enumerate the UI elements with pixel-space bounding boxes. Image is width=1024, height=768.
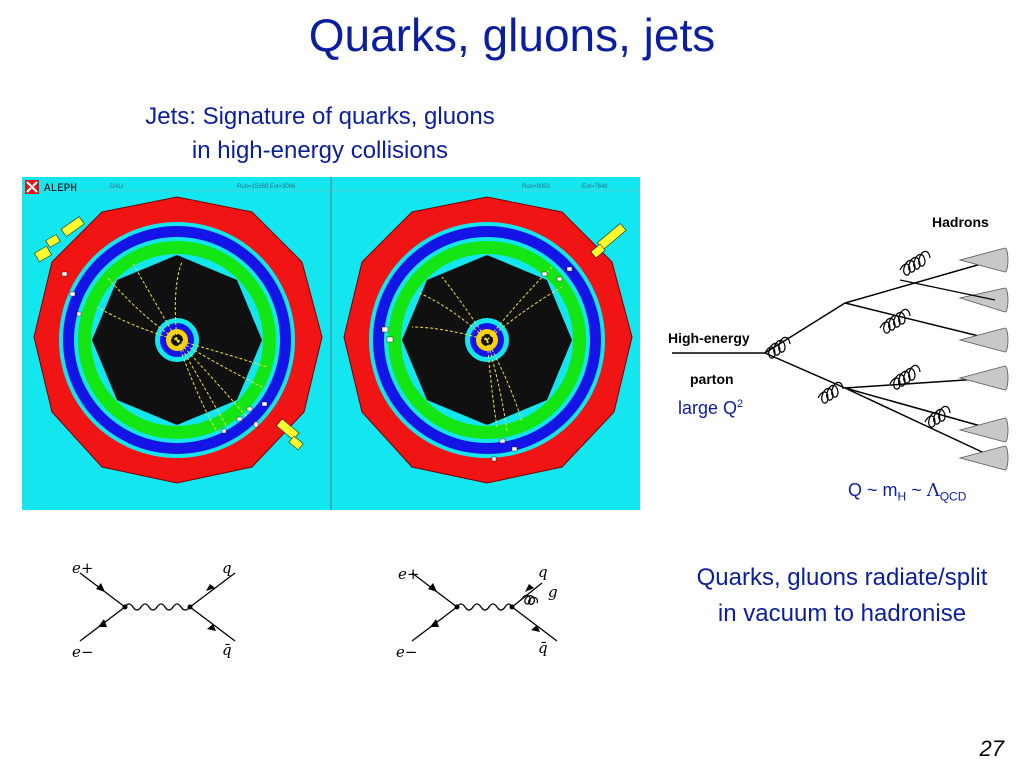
parton-label: parton <box>690 371 734 387</box>
header-right-run: Run=9063 <box>522 184 551 190</box>
detector-right <box>343 196 633 484</box>
scale-lambda: Λ <box>926 480 940 501</box>
feyn2-eplus: e+ <box>398 565 420 583</box>
large-q-label: large Q2 <box>678 398 743 419</box>
feyn1-eminus: e− <box>72 643 94 661</box>
feyn2-qbar: q̄ <box>538 639 548 657</box>
gluon-curls <box>764 250 951 428</box>
scale-tilde: ~ <box>906 480 927 500</box>
feynman-qq-graphic <box>79 572 236 642</box>
feynman-diagram-qq: e+ e− q q̄ <box>60 555 260 665</box>
feynman-qqg-graphic <box>411 572 558 642</box>
event-display: ALEPH DALI Run=15368 Evt=3066 Run=9063 E… <box>22 177 640 510</box>
high-energy-label: High-energy <box>668 330 750 346</box>
scale-h-subscript: H <box>897 489 907 504</box>
hadrons-label: Hadrons <box>932 214 989 230</box>
header-left-run: Run=15368 Evt=3066 <box>237 184 296 190</box>
slide-subtitle: Jets: Signature of quarks, gluons in hig… <box>60 100 580 168</box>
feyn2-eminus: e− <box>396 643 418 661</box>
feynman-diagram-qqg: e+ e− q g q̄ <box>392 555 592 665</box>
radiate-line-1: Quarks, gluons radiate/split <box>696 564 988 591</box>
radiate-line-2: in vacuum to hadronise <box>717 600 967 627</box>
large-q-text: large Q <box>678 398 738 418</box>
hadron-cones <box>958 247 1009 471</box>
subtitle-line-1: Jets: Signature of quarks, gluons <box>145 103 495 130</box>
scale-q: Q ~ m <box>848 480 898 500</box>
event-display-graphic: ALEPH DALI Run=15368 Evt=3066 Run=9063 E… <box>22 177 640 510</box>
header-right-evt: Evt=7848 <box>582 184 608 190</box>
feyn2-q: q <box>538 563 548 581</box>
page-number: 27 <box>979 736 1004 761</box>
large-q-superscript: 2 <box>737 398 744 410</box>
subtitle-line-2: in high-energy collisions <box>191 137 449 164</box>
feyn1-eplus: e+ <box>72 559 94 577</box>
detector-left <box>33 196 323 484</box>
feyn1-q: q <box>222 559 232 577</box>
aleph-logo-icon <box>25 180 39 194</box>
aleph-logo-text: ALEPH <box>44 183 77 195</box>
radiate-text: Quarks, gluons radiate/split in vacuum t… <box>660 560 1024 632</box>
parton-shower-diagram: Hadrons High-energy parton large Q2 Q ~ … <box>660 210 1024 510</box>
feyn1-qbar: q̄ <box>222 641 232 659</box>
parton-shower-graphic <box>672 247 1009 471</box>
feyn2-g: g <box>548 583 558 601</box>
scale-qcd-subscript: QCD <box>939 489 967 504</box>
slide-title: Quarks, gluons, jets <box>308 9 716 61</box>
header-dali: DALI <box>110 184 124 190</box>
scale-label: Q ~ mH ~ ΛQCD <box>848 480 966 504</box>
